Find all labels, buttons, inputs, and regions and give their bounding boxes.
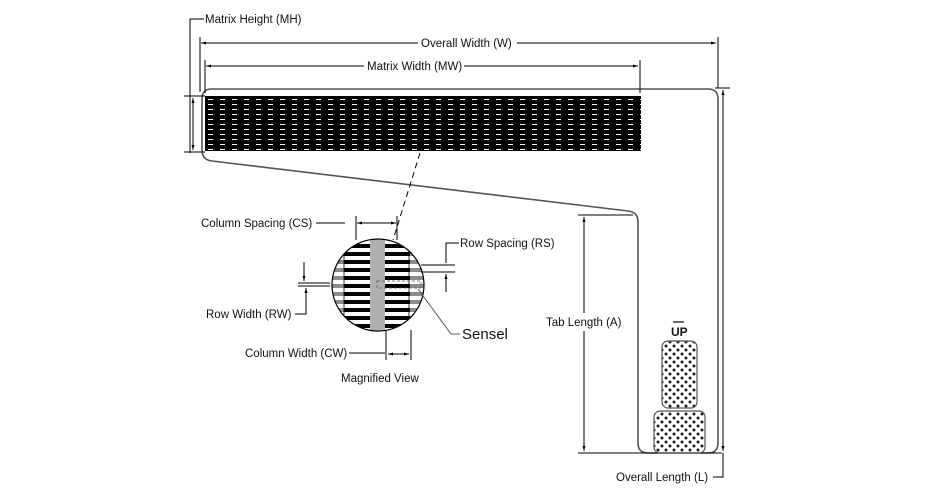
matrix-width-label: Matrix Width (MW): [367, 61, 462, 73]
connector-pad-upper: [661, 340, 698, 409]
sensel-label: Sensel: [462, 326, 508, 343]
magnified-column-highlight: [370, 239, 385, 331]
overall-width-label: Overall Width (W): [421, 38, 512, 50]
matrix-width-dimension: Matrix Width (MW): [204, 60, 641, 93]
row-width-label: Row Width (RW): [206, 309, 292, 321]
column-spacing-dimension: Column Spacing (CS): [201, 216, 398, 240]
sensel-callout: Sensel: [417, 288, 508, 343]
overall-width-dimension: Overall Width (W): [199, 37, 719, 92]
matrix-height-dimension: Matrix Height (MH): [184, 14, 302, 153]
row-spacing-dimension: Row Spacing (RS): [421, 238, 555, 292]
sensel-highlight: [376, 280, 422, 289]
magnified-view: [332, 239, 424, 331]
column-width-label: Column Width (CW): [245, 348, 347, 360]
sensor-matrix: [205, 96, 641, 151]
overall-length-label: Overall Length (L): [616, 472, 708, 484]
column-spacing-label: Column Spacing (CS): [201, 218, 312, 230]
overall-length-dimension: Overall Length (L): [616, 87, 730, 484]
connector-pad-lower: [653, 410, 706, 454]
tab-length-label: Tab Length (A): [546, 317, 622, 329]
row-width-dimension: Row Width (RW): [206, 262, 330, 321]
column-width-dimension: Column Width (CW): [245, 330, 412, 360]
matrix-height-label: Matrix Height (MH): [205, 14, 302, 26]
row-spacing-label: Row Spacing (RS): [460, 238, 555, 250]
sensor-outline: [201, 88, 719, 454]
up-label: UP: [671, 325, 688, 339]
up-marker: UP: [671, 321, 688, 339]
magnified-view-caption: Magnified View: [341, 373, 419, 385]
magnified-circle: [331, 238, 425, 332]
